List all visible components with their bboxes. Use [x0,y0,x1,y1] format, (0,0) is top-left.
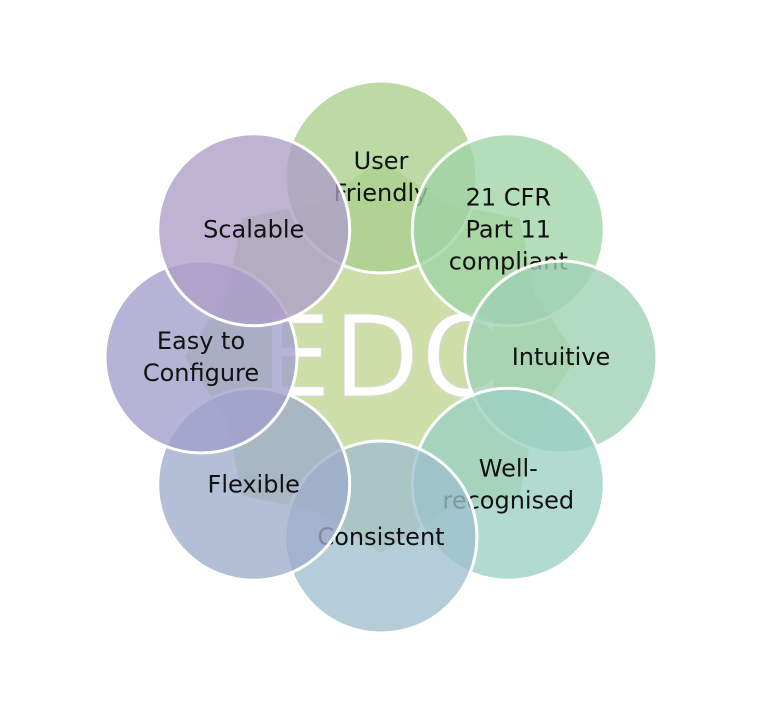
node-label-well-recognised-line-0: Well- [479,454,538,482]
node-label-scalable-line-0: Scalable [203,216,304,244]
node-scalable: Scalable [156,132,352,328]
node-label-intuitive-line-0: Intuitive [512,343,611,371]
node-label-21-cfr-part-11-compliant-line-0: 21 CFR [466,184,551,212]
node-label-user-friendly-line-1: Friendly [334,179,429,207]
node-label-easy-to-configure-line-0: Easy to [157,327,245,355]
node-label-user-friendly-line-0: User [354,147,409,175]
node-label-flexible-line-0: Flexible [208,470,300,498]
node-circle-scalable [156,132,352,328]
node-label-easy-to-configure-line-1: Configure [143,359,259,387]
node-label-21-cfr-part-11-compliant-line-1: Part 11 [466,216,552,244]
